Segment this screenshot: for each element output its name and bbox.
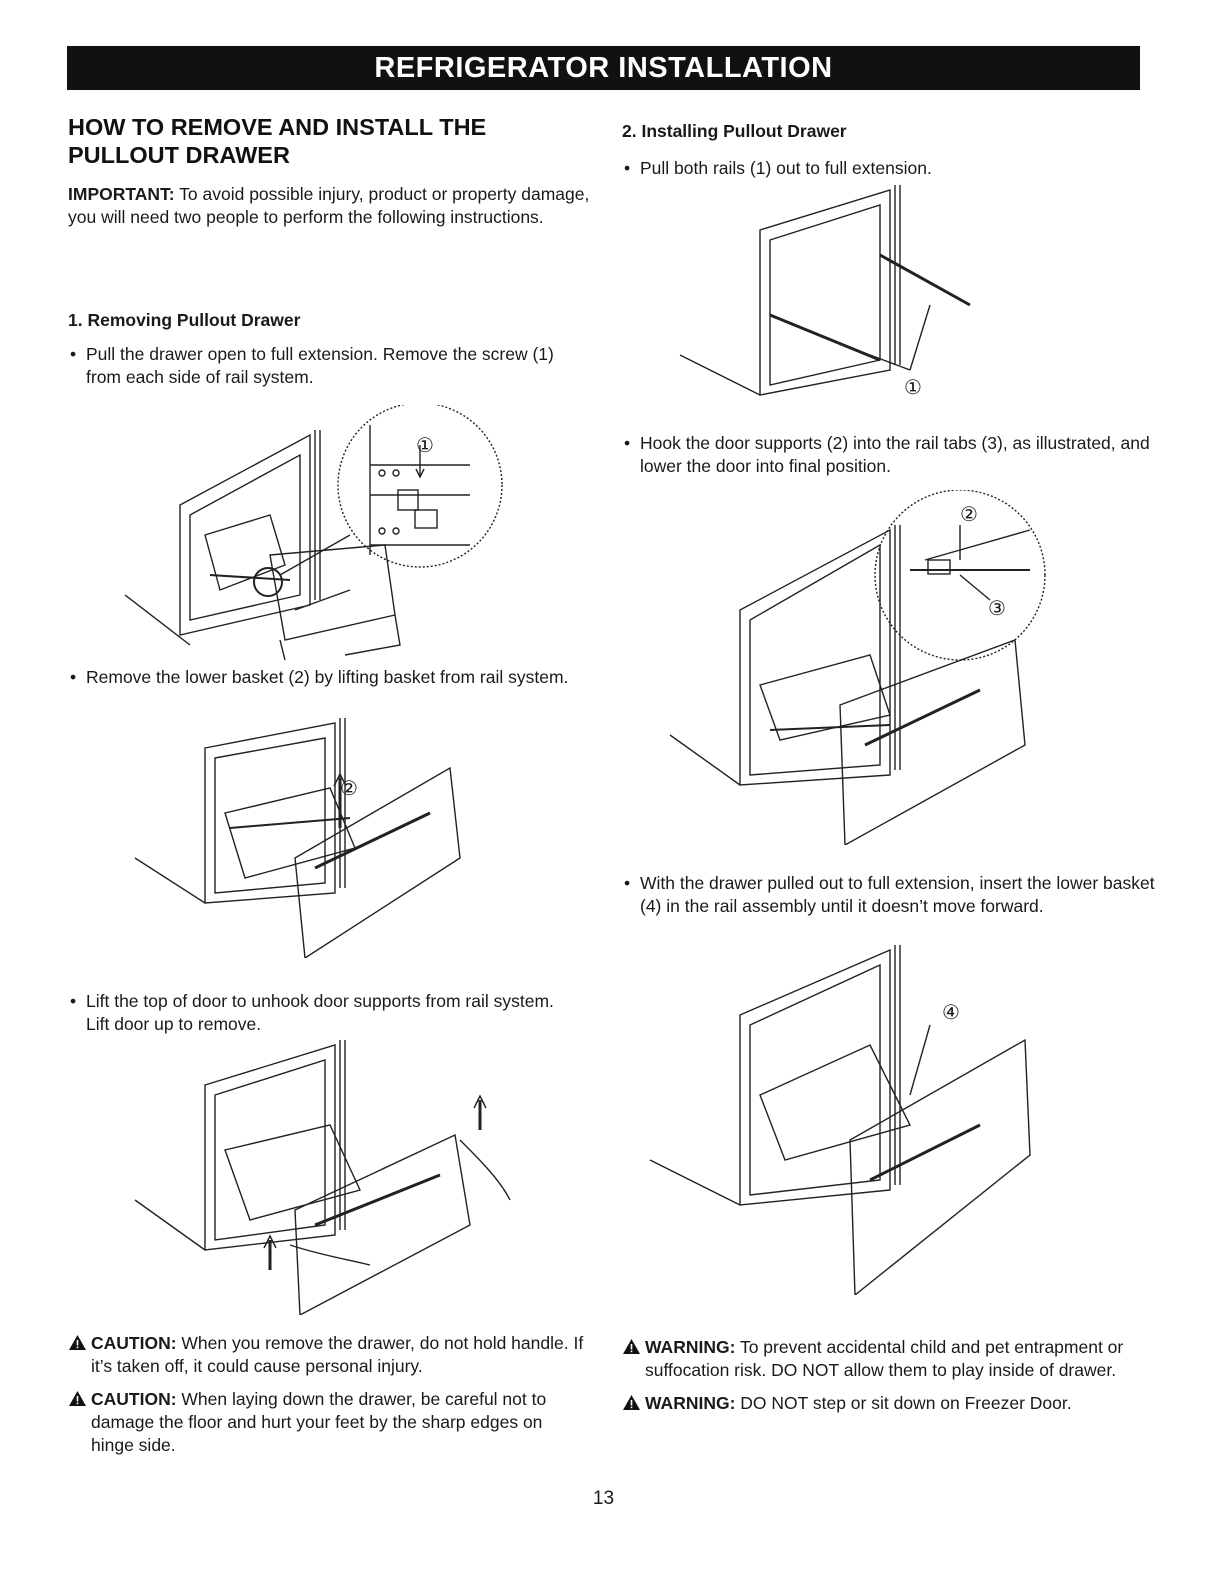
step1-bullet-2: Remove the lower basket (2) by lifting b… <box>68 666 576 689</box>
step2-bullet-3: With the drawer pulled out to full exten… <box>622 872 1160 918</box>
section-title: HOW TO REMOVE AND INSTALL THE PULLOUT DR… <box>68 114 487 168</box>
callout-tab-3: ③ <box>988 598 1006 620</box>
step1-bullet-3: Lift the top of door to unhook door supp… <box>68 990 576 1036</box>
page-number: 13 <box>592 1488 615 1509</box>
caution-text: When you remove the drawer, do not hold … <box>91 1333 584 1376</box>
figure-remove-basket: ② <box>130 718 490 963</box>
callout-rail-1: ① <box>904 377 922 399</box>
figure-remove-screw: ① <box>120 402 520 665</box>
warning-label: WARNING: <box>645 1337 736 1357</box>
figure-remove-door <box>130 1040 530 1320</box>
caution-label: CAUTION: <box>91 1333 177 1353</box>
caution-label: CAUTION: <box>91 1389 177 1409</box>
figure-pull-rails: ① <box>670 185 990 410</box>
step1-bullet-1: Pull the drawer open to full extension. … <box>68 343 576 389</box>
left-column: HOW TO REMOVE AND INSTALL THE PULLOUT DR… <box>68 113 598 229</box>
callout-2: ② <box>340 778 358 800</box>
warning-triangle-icon <box>623 1339 640 1354</box>
callout-support-2: ② <box>960 504 978 526</box>
important-label: IMPORTANT: <box>68 184 175 204</box>
warning-text: DO NOT step or sit down on Freezer Door. <box>735 1393 1072 1413</box>
warning-triangle-icon <box>623 1395 640 1410</box>
step2-title: 2. Installing Pullout Drawer <box>622 121 847 141</box>
warning-triangle-icon <box>69 1335 86 1350</box>
cautions: CAUTION: When you remove the drawer, do … <box>68 1332 588 1467</box>
callout-basket-4: ④ <box>942 1002 960 1024</box>
warning-2: WARNING: DO NOT step or sit down on Free… <box>622 1392 1152 1415</box>
figure-hook-supports: ② ③ <box>660 489 1060 850</box>
warning-1: WARNING: To prevent accidental child and… <box>622 1336 1152 1382</box>
warning-triangle-icon <box>69 1391 86 1406</box>
step2-bullet-1: Pull both rails (1) out to full extensio… <box>622 157 1160 180</box>
caution-text: When laying down the drawer, be careful … <box>91 1389 547 1455</box>
step1-title: 1. Removing Pullout Drawer <box>68 310 301 330</box>
caution-2: CAUTION: When laying down the drawer, be… <box>68 1388 588 1457</box>
warning-text: To prevent accidental child and pet entr… <box>645 1337 1124 1380</box>
figure-insert-basket: ④ <box>640 945 1040 1300</box>
callout-1: ① <box>416 435 434 457</box>
important-text: To avoid possible injury, product or pro… <box>68 184 590 227</box>
caution-1: CAUTION: When you remove the drawer, do … <box>68 1332 588 1378</box>
warning-label: WARNING: <box>645 1393 736 1413</box>
step2-bullet-2: Hook the door supports (2) into the rail… <box>622 432 1160 478</box>
important-note: IMPORTANT: To avoid possible injury, pro… <box>68 183 598 229</box>
page-banner: REFRIGERATOR INSTALLATION <box>67 46 1140 90</box>
warnings: WARNING: To prevent accidental child and… <box>622 1336 1152 1425</box>
